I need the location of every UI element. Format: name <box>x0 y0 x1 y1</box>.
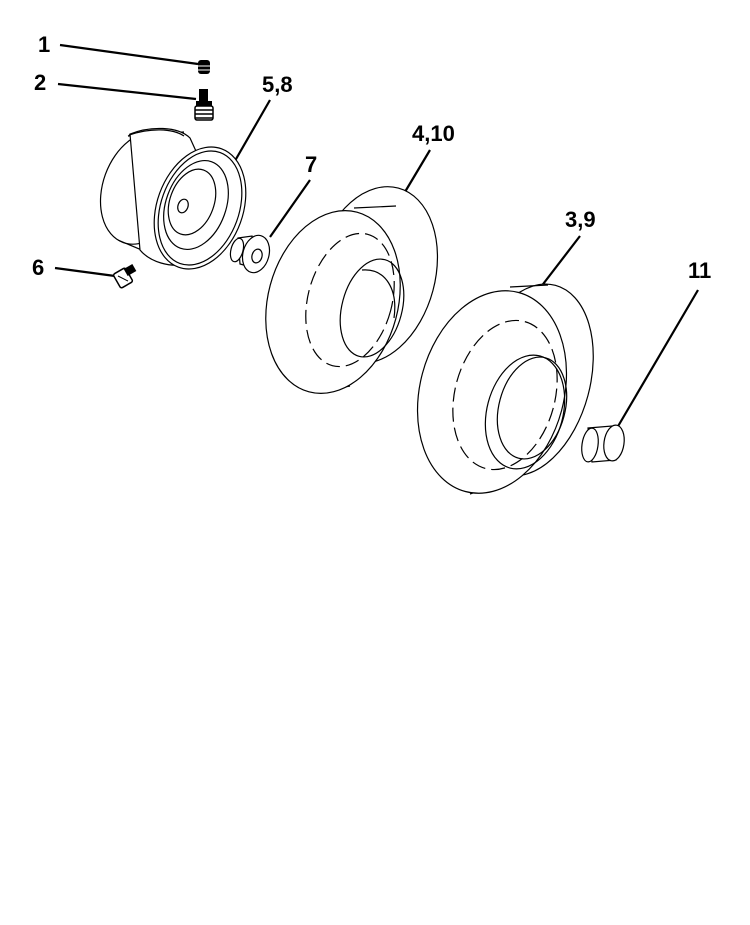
callout-label-5-8: 5,8 <box>262 72 293 97</box>
valve-cap-part-1 <box>198 60 210 74</box>
wheel-rim-part-5-8 <box>99 127 247 270</box>
leader-line-11 <box>616 289 699 429</box>
leader-line-2 <box>57 82 197 101</box>
callout-label-7: 7 <box>305 152 317 177</box>
leader-line-7 <box>269 179 311 238</box>
leader-line-5-8 <box>231 99 271 167</box>
hub-cap-part-11 <box>581 424 625 463</box>
callout-label-3-9: 3,9 <box>565 207 596 232</box>
callout-label-6: 6 <box>32 255 44 280</box>
leader-lines <box>54 43 699 429</box>
tire-part-4-10 <box>265 186 439 394</box>
callout-label-11: 11 <box>688 258 711 283</box>
callout-label-1: 1 <box>38 32 50 57</box>
leader-line-6 <box>54 266 116 278</box>
tire-part-3-9 <box>416 283 594 495</box>
callout-label-4-10: 4,10 <box>412 121 455 146</box>
callout-label-2: 2 <box>34 70 46 95</box>
leader-line-3-9 <box>536 235 581 293</box>
leader-line-1 <box>59 43 199 66</box>
valve-stem-part-2 <box>194 89 214 121</box>
bolt-part-6 <box>112 264 137 289</box>
bushing-part-7 <box>229 234 271 274</box>
